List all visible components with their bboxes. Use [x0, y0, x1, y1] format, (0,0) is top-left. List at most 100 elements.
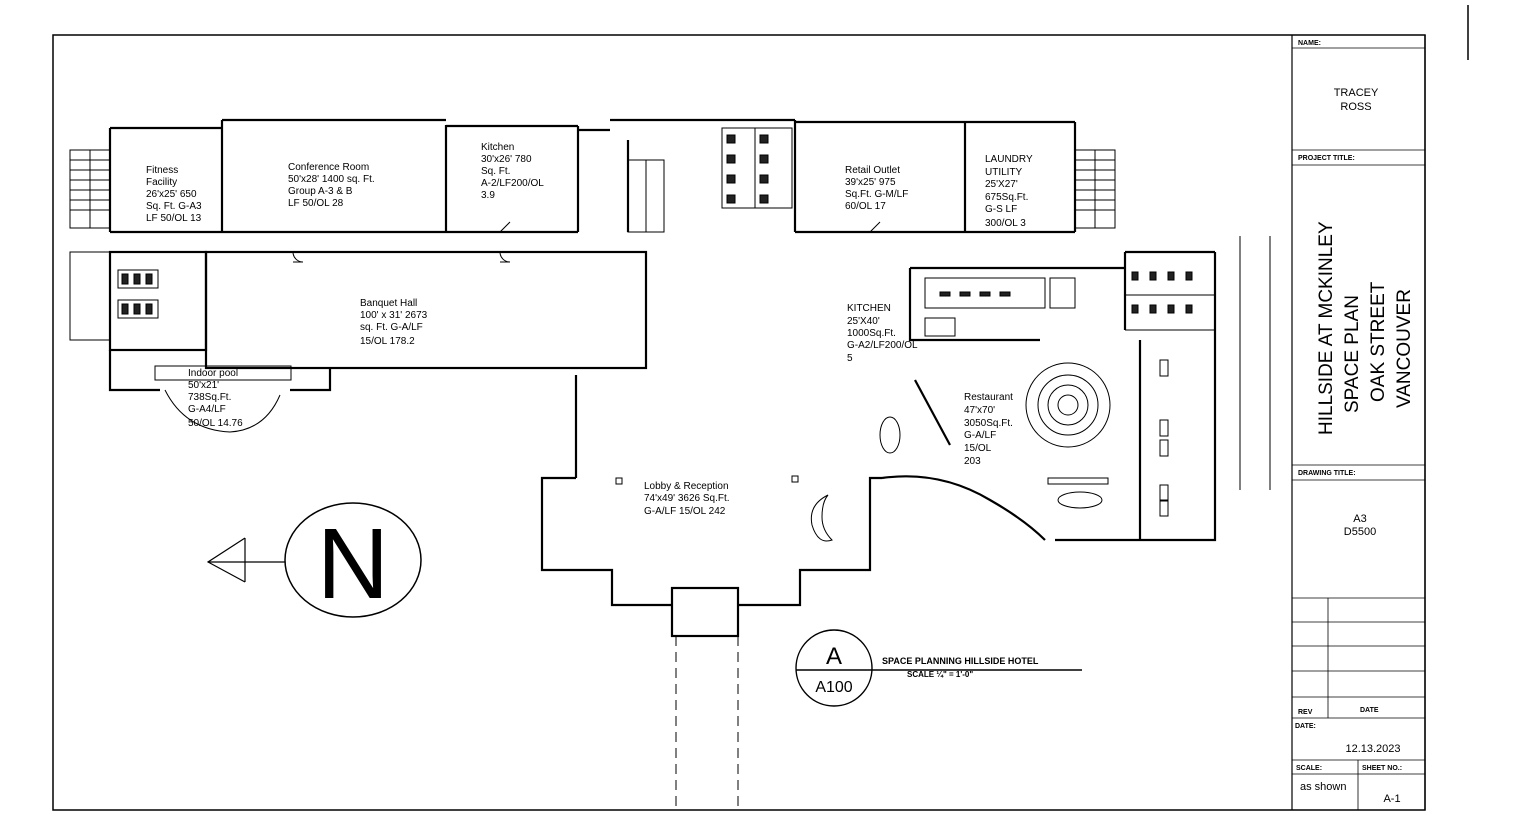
project-line-4: VANCOUVER: [1394, 289, 1415, 408]
conference-line-4: LF 50/OL 28: [288, 198, 344, 209]
project-line-3: OAK STREET: [1368, 281, 1389, 402]
drawing-title-line-2: D5500: [1344, 526, 1376, 538]
kitchen-top-line-1: Kitchen: [481, 142, 514, 153]
laundry-line-2: UTILITY: [985, 167, 1023, 178]
sheet-number-value: A-1: [1383, 793, 1400, 805]
room-label-conference: Conference Room 50'x28' 1400 sq. Ft. Gro…: [288, 162, 375, 209]
pool-line-1: Indoor pool: [188, 368, 238, 379]
locker-block: [69, 250, 208, 352]
drawing-tag: A A100 SPACE PLANNING HILLSIDE HOTEL SCA…: [795, 629, 1082, 707]
restaurant-line-6: 203: [964, 456, 981, 467]
door-swings: [292, 221, 881, 263]
fitness-line-5: LF 50/OL 13: [146, 213, 202, 224]
date-label: DATE:: [1295, 723, 1316, 730]
room-label-retail: Retail Outlet 39'x25' 975 Sq.Ft. G-M/LF …: [845, 165, 908, 212]
lobby-walls: [540, 375, 882, 810]
pool-line-3: 738Sq.Ft.: [188, 392, 231, 403]
laundry-line-5: G-S LF: [985, 204, 1017, 215]
fitness-line-3: 26'x25' 650: [146, 189, 197, 200]
pool-walls: [108, 350, 332, 433]
conference-line-3: Group A-3 & B: [288, 186, 353, 197]
banquet-line-2: 100' x 31' 2673: [360, 310, 428, 321]
stairs-left: [69, 149, 111, 229]
restaurant-line-3: 3050Sq.Ft.: [964, 418, 1013, 429]
east-wing-walls: [879, 236, 1271, 542]
lobby-line-3: G-A/LF 15/OL 242: [644, 506, 726, 517]
project-line-1: HILLSIDE AT MCKINLEY: [1316, 221, 1337, 435]
designer-last-name: ROSS: [1340, 101, 1371, 113]
laundry-line-3: 25'X27': [985, 179, 1018, 190]
kitchen-top-line-3: Sq. Ft.: [481, 166, 510, 177]
north-letter: N: [317, 508, 389, 620]
date-value: 12.13.2023: [1345, 743, 1400, 755]
conference-line-2: 50'x28' 1400 sq. Ft.: [288, 174, 375, 185]
sheet-number-label: SHEET NO.:: [1362, 765, 1402, 772]
designer-first-name: TRACEY: [1334, 87, 1379, 99]
fitness-line-4: Sq. Ft. G-A3: [146, 201, 202, 212]
top-wing-walls: [108, 118, 1077, 234]
room-label-laundry: LAUNDRY UTILITY 25'X27' 675Sq.Ft. G-S LF…: [985, 154, 1033, 229]
fitness-line-2: Facility: [146, 177, 177, 188]
restaurant-line-4: G-A/LF: [964, 430, 996, 441]
retail-line-3: Sq.Ft. G-M/LF: [845, 189, 908, 200]
laundry-line-1: LAUNDRY: [985, 154, 1033, 165]
kitchen-east-line-4: G-A2/LF200/OL: [847, 340, 918, 351]
north-arrow: N: [206, 502, 422, 620]
scale-label: SCALE:: [1296, 765, 1322, 772]
retail-line-1: Retail Outlet: [845, 165, 900, 176]
north-arrow-circle: [284, 502, 422, 618]
restaurant-line-2: 47'x70': [964, 405, 995, 416]
lobby-line-1: Lobby & Reception: [644, 481, 729, 492]
stairs-right: [1074, 149, 1116, 229]
conference-line-1: Conference Room: [288, 162, 369, 173]
project-title: HILLSIDE AT MCKINLEY SPACE PLAN OAK STRE…: [1316, 221, 1415, 435]
fitness-line-1: Fitness: [146, 165, 178, 176]
room-label-kitchen-top: Kitchen 30'x26' 780 Sq. Ft. A-2/LF200/OL…: [481, 142, 544, 201]
kitchen-east-line-3: 1000Sq.Ft.: [847, 328, 896, 339]
kitchen-east-line-5: 5: [847, 353, 853, 364]
lobby-line-2: 74'x49' 3626 Sq.Ft.: [644, 493, 730, 504]
kitchen-top-line-5: 3.9: [481, 190, 495, 201]
laundry-line-4: 675Sq.Ft.: [985, 192, 1028, 203]
project-title-label: PROJECT TITLE:: [1298, 155, 1355, 162]
restaurant-line-5: 15/OL: [964, 443, 992, 454]
pool-line-2: 50'x21': [188, 380, 219, 391]
tag-sheet: A100: [815, 679, 852, 696]
room-label-lobby: Lobby & Reception 74'x49' 3626 Sq.Ft. G-…: [644, 481, 730, 517]
drawing-title: SPACE PLANNING HILLSIDE HOTEL: [882, 656, 1039, 666]
room-labels: Fitness Facility 26'x25' 650 Sq. Ft. G-A…: [146, 142, 1033, 517]
north-arrow-head: [206, 537, 246, 583]
floor-plan: [69, 118, 1271, 810]
banquet-line-3: sq. Ft. G-A/LF: [360, 322, 423, 333]
project-line-2: SPACE PLAN: [1342, 295, 1363, 413]
kitchen-east-line-1: KITCHEN: [847, 303, 891, 314]
banquet-line-4: 15/OL 178.2: [360, 336, 415, 347]
title-block: NAME: TRACEY ROSS PROJECT TITLE: HILLSID…: [1291, 35, 1426, 810]
drawing-title-label: DRAWING TITLE:: [1298, 470, 1356, 477]
room-label-banquet: Banquet Hall 100' x 31' 2673 sq. Ft. G-A…: [360, 298, 428, 347]
banquet-hall-walls: [204, 250, 648, 370]
room-label-restaurant: Restaurant 47'x70' 3050Sq.Ft. G-A/LF 15/…: [964, 392, 1013, 467]
scale-value: as shown: [1300, 781, 1346, 793]
restrooms-top: [721, 127, 793, 209]
rev-label: REV: [1298, 709, 1313, 716]
pool-line-5: 50/OL 14.76: [188, 418, 243, 429]
room-label-pool: Indoor pool 50'x21' 738Sq.Ft. G-A4/LF 50…: [188, 368, 243, 429]
date-column-label: DATE: [1360, 707, 1379, 714]
room-label-fitness: Fitness Facility 26'x25' 650 Sq. Ft. G-A…: [146, 165, 202, 224]
kitchen-east-line-2: 25'X40': [847, 316, 880, 327]
room-label-kitchen-east: KITCHEN 25'X40' 1000Sq.Ft. G-A2/LF200/OL…: [847, 303, 918, 364]
tag-circle: [795, 629, 873, 707]
laundry-line-6: 300/OL 3: [985, 218, 1026, 229]
drawing-title-line-1: A3: [1353, 513, 1366, 525]
restaurant-line-1: Restaurant: [964, 392, 1013, 403]
drawing-scale: SCALE ¼" = 1'-0": [907, 670, 973, 679]
kitchen-top-line-4: A-2/LF200/OL: [481, 178, 544, 189]
name-label: NAME:: [1298, 40, 1321, 47]
kitchen-top-line-2: 30'x26' 780: [481, 154, 532, 165]
tag-letter: A: [826, 643, 842, 670]
banquet-line-1: Banquet Hall: [360, 298, 417, 309]
retail-line-4: 60/OL 17: [845, 201, 886, 212]
pool-line-4: G-A4/LF: [188, 404, 226, 415]
